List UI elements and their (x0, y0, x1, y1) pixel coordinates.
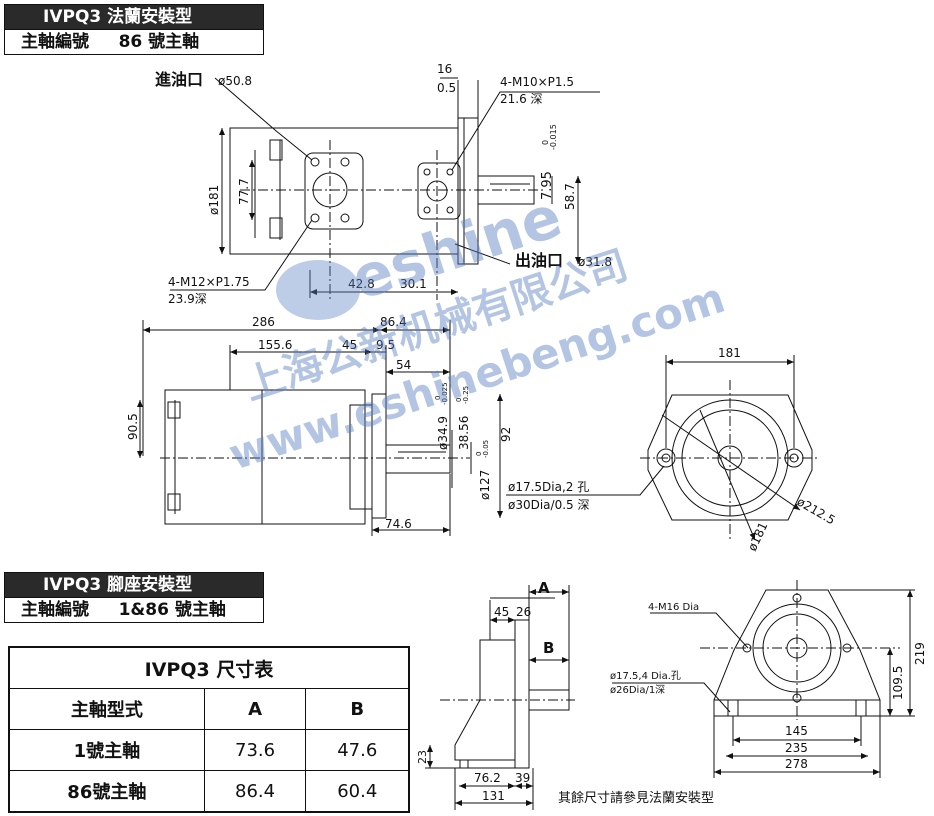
foot-side-view (425, 585, 575, 810)
dim-0-5: 0.5 (437, 81, 456, 95)
dim-74-6: 74.6 (385, 517, 412, 531)
tol-127-upper: 0 (475, 452, 483, 456)
flange-counterbore-spec: ø30Dia/0.5 深 (508, 498, 589, 512)
drawing-note: 其餘尺寸請參見法蘭安裝型 (558, 790, 714, 806)
tol-34-9-lower: -0.025 (441, 382, 449, 405)
dim-foot-39: 39 (515, 771, 530, 785)
table-row: 86號主軸 86.4 60.4 (8, 770, 410, 813)
dimension-table-title: IVPQ3 尺寸表 (8, 646, 410, 689)
flange-front-view (506, 355, 820, 541)
tol-38-56-upper: 0 (455, 398, 463, 402)
outlet-label: 出油口 (515, 251, 563, 270)
bottom-bolt-depth: 23.9深 (168, 292, 207, 306)
dim-54: 54 (396, 358, 411, 372)
flange-mount-shaft-code: 主軸編號 86 號主軸 (5, 29, 263, 54)
dim-7-95: 7.95 (540, 171, 555, 200)
dim-foot-235: 235 (785, 741, 808, 755)
table-row: 1號主軸 73.6 47.6 (8, 729, 410, 771)
dim-foot-109-5: 109.5 (891, 666, 905, 700)
dim-9-5: 9.5 (376, 338, 395, 352)
dim-foot-26: 26 (516, 605, 531, 619)
dim-foot-131: 131 (482, 789, 505, 803)
tol-7-95-upper: 0 (541, 140, 550, 145)
row-value-b: 47.6 (305, 729, 410, 771)
row-shaft-name: 1號主軸 (8, 729, 205, 771)
foot-bolt-spec: 4-M16 Dia (648, 602, 699, 613)
watermark-logo (276, 260, 360, 320)
foot-hole-spec: ø17.5,4 Dia.孔 (610, 670, 681, 682)
dim-86-4: 86.4 (380, 315, 407, 329)
foot-mount-shaft-code: 主軸編號 1&86 號主軸 (5, 597, 263, 622)
outlet-dia: ø31.8 (578, 255, 612, 269)
dim-foot-76-2: 76.2 (474, 771, 501, 785)
top-bolt-depth: 21.6 深 (500, 92, 543, 106)
row-value-a: 86.4 (203, 770, 307, 813)
dim-155-6: 155.6 (258, 338, 292, 352)
flange-hole-spec: ø17.5Dia,2 孔 (508, 480, 589, 494)
flange-mount-title: IVPQ3 法蘭安裝型 (5, 5, 263, 29)
row-value-a: 73.6 (203, 729, 307, 771)
dim-30-1: 30.1 (400, 277, 427, 291)
dim-foot-45: 45 (494, 605, 509, 619)
top-bolt-spec: 4-M10×P1.5 (500, 75, 574, 89)
dim-45: 45 (342, 338, 357, 352)
foot-front-view (612, 580, 915, 778)
dim-92: 92 (499, 427, 513, 442)
tol-127-lower: -0.05 (482, 440, 490, 458)
dim-77-7: 77.7 (237, 178, 251, 205)
dim-dia-212-5: ø212.5 (795, 494, 838, 527)
dim-a-label: A (538, 579, 550, 597)
dim-flange-dia-181: ø181 (207, 185, 221, 215)
dim-58-7: 58.7 (563, 183, 577, 210)
col-header-a: A (203, 688, 307, 730)
dim-90-5: 90.5 (126, 413, 140, 440)
col-header-shaft-type: 主軸型式 (8, 688, 205, 730)
row-value-b: 60.4 (305, 770, 410, 813)
row-shaft-name: 86號主軸 (8, 770, 205, 813)
dim-shaft-dia-34-9: ø34.9 (436, 416, 450, 450)
inlet-label: 進油口 (155, 70, 203, 89)
inlet-dia: ø50.8 (218, 74, 252, 88)
foot-counterbore-spec: ø26Dia/1深 (610, 684, 665, 696)
dim-16: 16 (437, 62, 452, 76)
tol-34-9-upper: 0 (434, 396, 442, 400)
tol-7-95-lower: -0.015 (549, 124, 558, 150)
dim-bolt-span-181: 181 (718, 346, 741, 360)
bottom-bolt-spec: 4-M12×P1.75 (168, 275, 250, 289)
foot-mount-title: IVPQ3 腳座安裝型 (5, 573, 263, 597)
dim-foot-145: 145 (785, 724, 808, 738)
dim-foot-23: 23 (416, 750, 429, 764)
dim-38-56: 38.56 (457, 416, 471, 450)
dim-foot-219: 219 (913, 642, 927, 665)
dim-b-label: B (543, 639, 554, 657)
flange-top-view (170, 77, 600, 300)
dim-42-8: 42.8 (348, 277, 375, 291)
flange-side-view (137, 320, 503, 536)
foot-mount-header: IVPQ3 腳座安裝型 主軸編號 1&86 號主軸 (4, 572, 264, 623)
dim-286: 286 (252, 315, 275, 329)
dim-pilot-dia-127: ø127 (478, 470, 492, 500)
dim-foot-278: 278 (785, 757, 808, 771)
tol-38-56-lower: -0.25 (462, 386, 470, 404)
dimension-table: IVPQ3 尺寸表 主軸型式 A B 1號主軸 73.6 47.6 86號主軸 … (8, 646, 410, 813)
col-header-b: B (305, 688, 410, 730)
flange-mount-header: IVPQ3 法蘭安裝型 主軸編號 86 號主軸 (4, 4, 264, 55)
